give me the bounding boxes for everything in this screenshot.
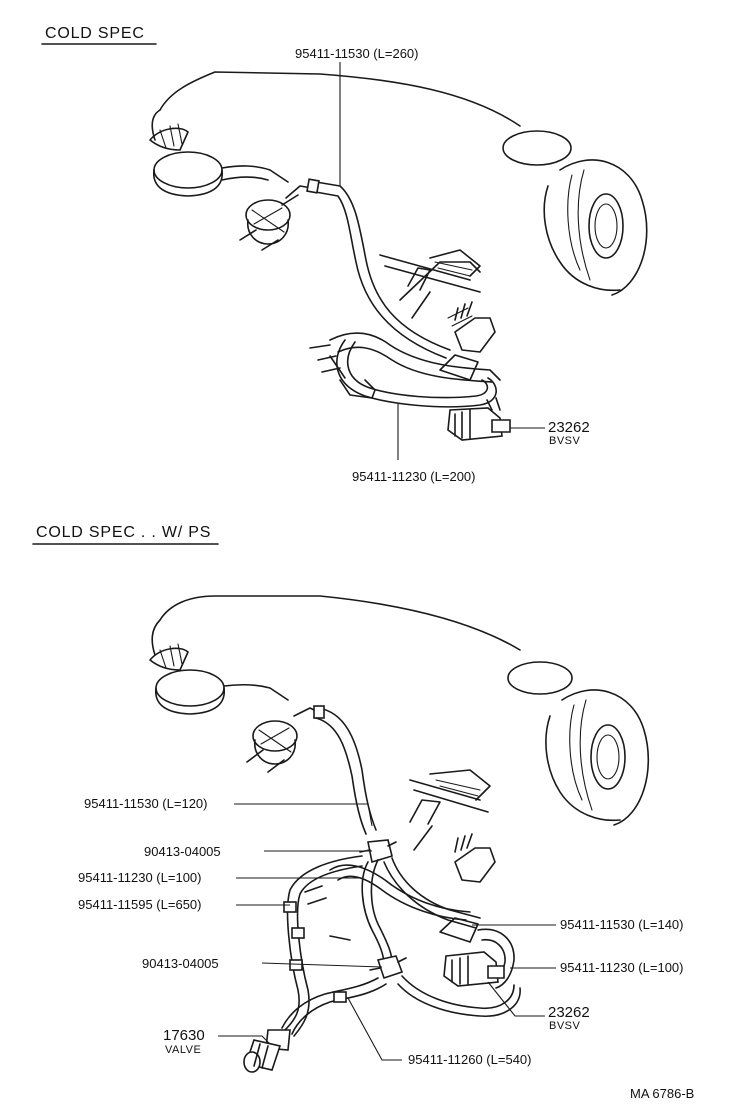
label-valve-part: 17630 bbox=[163, 1027, 205, 1044]
air-cleaner-left-2 bbox=[149, 643, 289, 715]
section-cold-spec-wps: COLD SPEC . . W/ PS bbox=[32, 524, 683, 1073]
hose-100a bbox=[361, 859, 393, 966]
label-union-a: 90413-04005 bbox=[144, 844, 221, 859]
leader-union-b bbox=[261, 962, 383, 968]
label-hose-100b: 95411-11230 (L=100) bbox=[560, 960, 683, 975]
vacuum-motor-2 bbox=[246, 707, 319, 773]
hose-120 bbox=[313, 705, 377, 835]
union-a bbox=[359, 839, 397, 864]
leader-valve bbox=[218, 1035, 271, 1045]
intake-assembly-1 bbox=[309, 249, 501, 399]
label-hose-540: 95411-11260 (L=540) bbox=[408, 1052, 531, 1067]
engine-outline-2 bbox=[151, 595, 650, 826]
air-cleaner-left-1 bbox=[149, 123, 289, 197]
bvsv-2 bbox=[443, 951, 505, 987]
leader-bvsv-2 bbox=[487, 981, 545, 1017]
label-hose-140: 95411-11530 (L=140) bbox=[560, 917, 683, 932]
section1-title: COLD SPEC bbox=[45, 25, 145, 42]
hose-140 bbox=[383, 857, 481, 929]
label-hose-200: 95411-11230 (L=200) bbox=[352, 469, 475, 484]
hose-200 bbox=[336, 339, 497, 408]
label-union-b: 90413-04005 bbox=[142, 956, 219, 971]
label-hose-650: 95411-11595 (L=650) bbox=[78, 897, 201, 912]
label-hose-260: 95411-11530 (L=260) bbox=[295, 46, 418, 61]
section2-title: COLD SPEC . . W/ PS bbox=[36, 524, 211, 541]
label-bvsv2-part: 23262 bbox=[548, 1004, 590, 1021]
label-bvsv1-part: 23262 bbox=[548, 419, 590, 436]
union-b bbox=[369, 955, 407, 980]
hose-540 bbox=[281, 975, 521, 1035]
leader-hose-120 bbox=[234, 803, 373, 827]
intake-assembly-2 bbox=[304, 769, 496, 943]
label-bvsv1-name: BVSV bbox=[549, 435, 581, 447]
label-hose-100a: 95411-11230 (L=100) bbox=[78, 870, 201, 885]
vacuum-motor-1 bbox=[239, 185, 313, 251]
leader-hose-540 bbox=[347, 997, 402, 1061]
hose-260 bbox=[306, 178, 451, 359]
valve-17630 bbox=[243, 1029, 291, 1073]
section-cold-spec: COLD SPEC bbox=[41, 25, 648, 484]
label-hose-120: 95411-11530 (L=120) bbox=[84, 796, 207, 811]
figure-code: MA 6786-B bbox=[630, 1086, 694, 1101]
label-valve-name: VALVE bbox=[165, 1044, 201, 1056]
engine-outline-1 bbox=[151, 71, 648, 296]
label-bvsv2-name: BVSV bbox=[549, 1020, 581, 1032]
bvsv-1 bbox=[447, 397, 511, 441]
